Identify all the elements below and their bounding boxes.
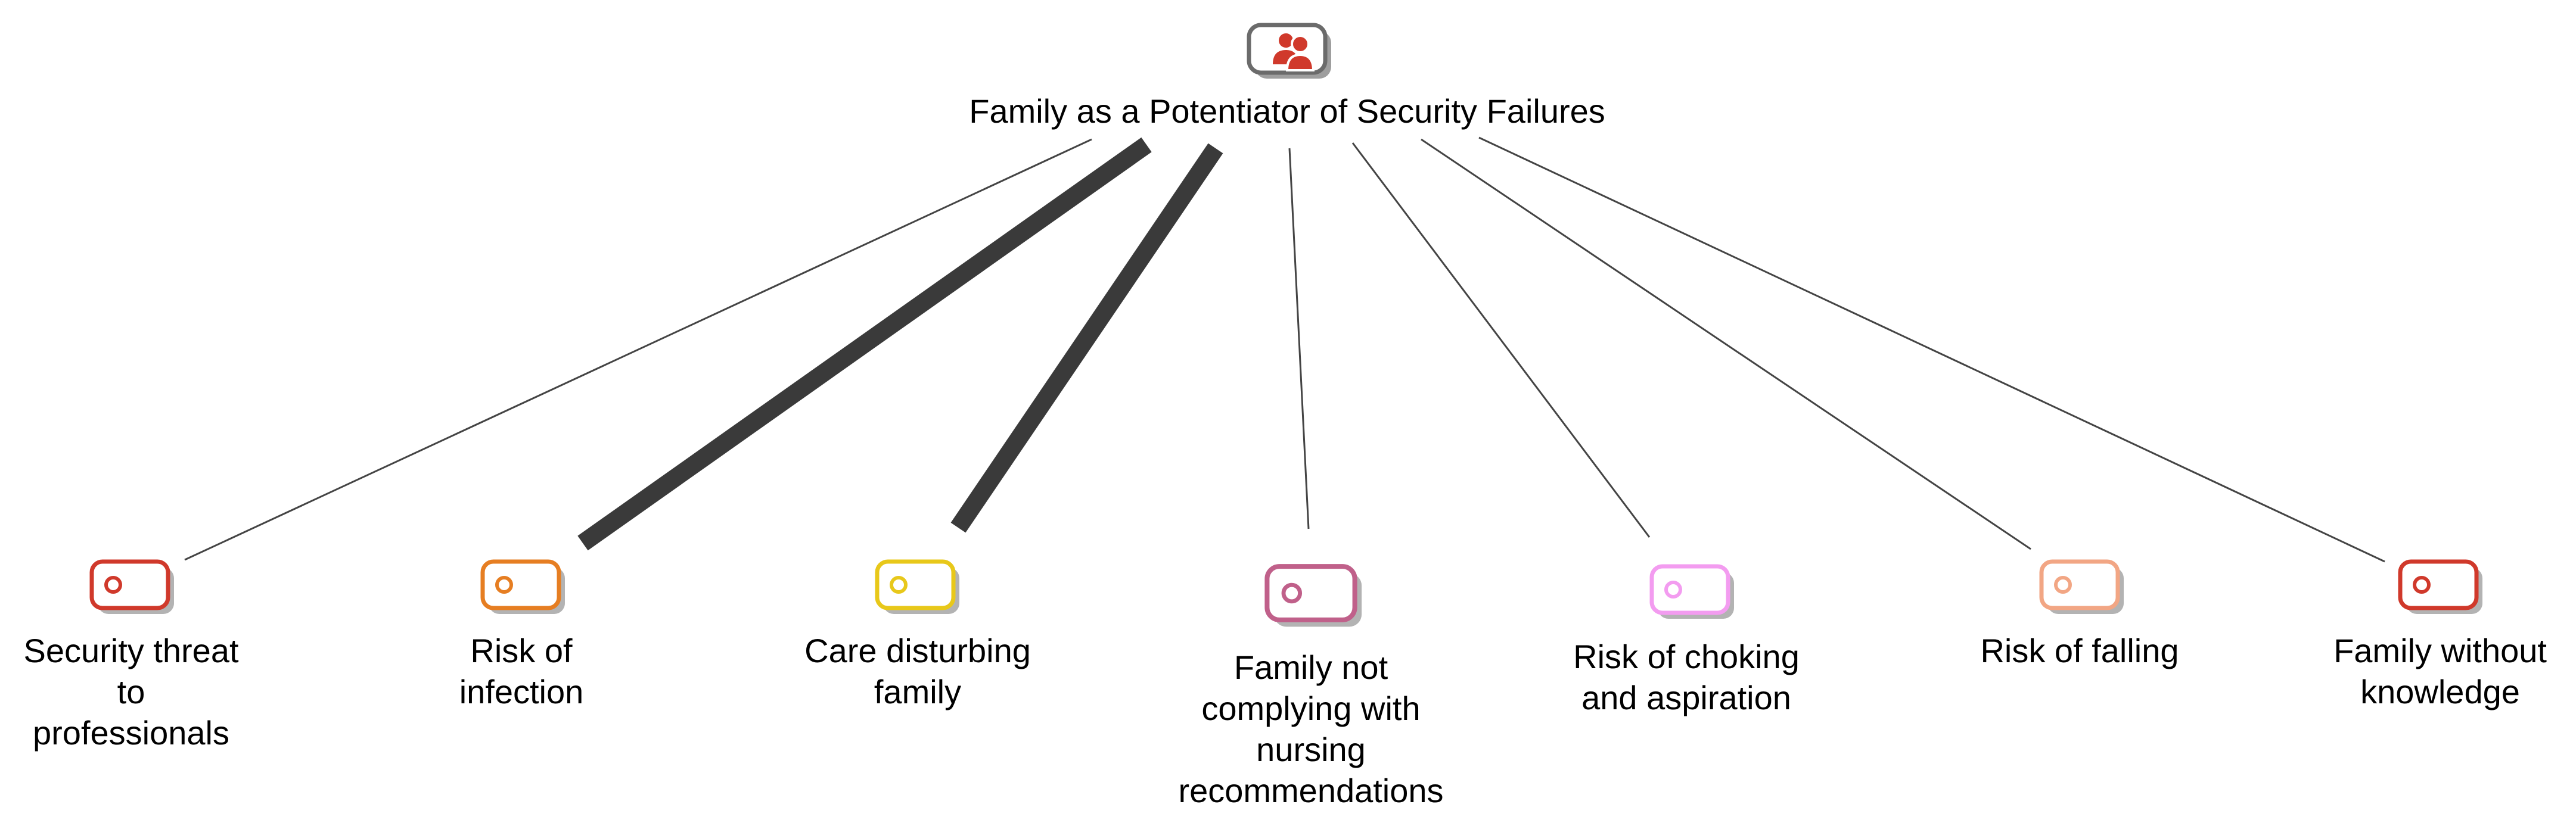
tag-icon-hole (2413, 576, 2431, 594)
edge-root-to-child-6 (1478, 136, 2385, 563)
child-node-label-family-without-knowledge: Family without knowledge (2333, 632, 2547, 710)
child-node-label-risk-of-choking: Risk of choking and aspiration (1573, 638, 1800, 716)
edge-root-to-child-5 (1421, 138, 2031, 550)
child-node-label-care-disturbing-family: Care disturbing family (804, 632, 1031, 710)
tag-icon-body (1264, 564, 1357, 622)
tag-icon-hole (1664, 581, 1682, 599)
edge-root-to-child-0 (184, 138, 1092, 561)
tag-icon-hole (1281, 582, 1303, 604)
tag-icon-body (480, 559, 561, 610)
tag-icon-body (875, 559, 956, 610)
tag-icon-hole (2054, 576, 2072, 594)
child-node-label-risk-of-infection: Risk of infection (459, 632, 584, 710)
root-node-label: Family as a Potentiator of Security Fail… (969, 92, 1605, 130)
tag-icon-hole (104, 576, 122, 594)
child-node-label-family-not-complying: Family not complying with nursing recomm… (1178, 649, 1444, 809)
tag-icon (1264, 564, 1362, 627)
tag-icon (2039, 559, 2124, 614)
diagram-nodes (89, 23, 2482, 627)
family-group-icon-person-front-head (1291, 35, 1310, 54)
tag-icon-body (2398, 559, 2479, 610)
tag-icon-hole (890, 576, 908, 594)
tag-icon-hole (495, 576, 513, 594)
tag-icon (89, 559, 174, 614)
child-node-label-security-threat: Security threat to professionals (23, 632, 239, 752)
tag-icon (875, 559, 959, 614)
family-group-icon-person-front-body (1285, 53, 1315, 71)
edge-root-to-child-2 (950, 143, 1223, 533)
tag-icon (1649, 564, 1734, 619)
edge-root-to-child-1 (577, 137, 1152, 551)
diagram-edges (184, 136, 2385, 563)
edge-root-to-child-3 (1288, 148, 1310, 529)
child-node-label-risk-of-falling: Risk of falling (1980, 632, 2179, 669)
family-group-icon (1247, 23, 1331, 79)
tag-icon-body (89, 559, 170, 610)
tag-icon-body (1649, 564, 1730, 615)
family-group-icon-person-back-head (1279, 33, 1293, 48)
tag-icon-body (2039, 559, 2120, 610)
tag-icon (2398, 559, 2482, 614)
tag-icon (480, 559, 565, 614)
edge-root-to-child-4 (1351, 142, 1651, 538)
